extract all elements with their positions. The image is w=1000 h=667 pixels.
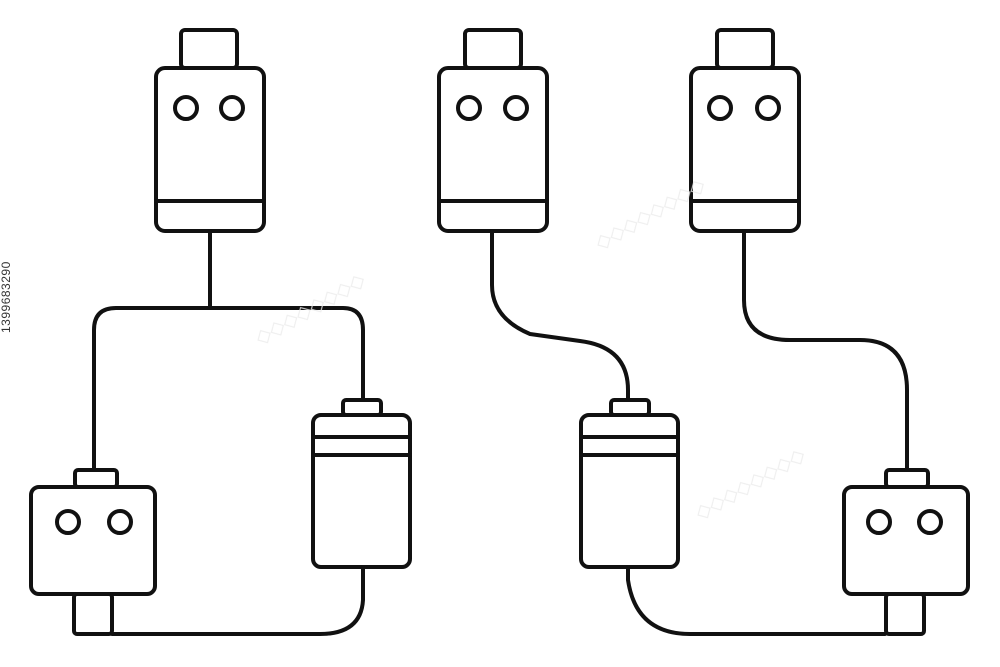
right-usb-plug-body bbox=[689, 66, 801, 233]
adobe-stock-watermark: ◇◇◇◇◇◇◇◇ ◇◇◇◇◇◇◇◇ ◇◇◇◇◇◇◇◇ bbox=[252, 173, 810, 524]
right-adapter-box-hole-1 bbox=[866, 509, 892, 535]
middle-cable-bottom bbox=[626, 565, 887, 636]
right-adapter-box-stem bbox=[884, 592, 926, 636]
middle-usb-plug-hole-2 bbox=[503, 95, 529, 121]
left-adapter-box-stem bbox=[72, 592, 114, 636]
left-battery-cell bbox=[311, 398, 412, 569]
svg-text:◇◇◇◇◇◇◇◇: ◇◇◇◇◇◇◇◇ bbox=[692, 443, 810, 524]
stock-id-watermark: 1399683290 bbox=[0, 261, 13, 333]
right-usb-plug-hole-1 bbox=[707, 95, 733, 121]
left-usb-plug-hole-2 bbox=[219, 95, 245, 121]
middle-battery-cell bbox=[579, 398, 680, 569]
middle-cable bbox=[490, 229, 630, 402]
right-usb-plug bbox=[689, 28, 801, 233]
left-usb-plug-hole-1 bbox=[173, 95, 199, 121]
left-adapter-box-hole-1 bbox=[55, 509, 81, 535]
left-usb-plug bbox=[154, 28, 266, 233]
right-adapter-box-cap bbox=[884, 468, 930, 489]
left-adapter-box bbox=[29, 468, 157, 636]
left-adapter-box-hole-2 bbox=[107, 509, 133, 535]
middle-battery-cell-cap bbox=[609, 398, 651, 417]
left-usb-plug-tip bbox=[179, 28, 239, 70]
left-usb-plug-body bbox=[154, 66, 266, 233]
right-group bbox=[689, 28, 970, 636]
middle-usb-plug-tip bbox=[463, 28, 523, 70]
left-group bbox=[29, 28, 412, 636]
middle-usb-plug bbox=[437, 28, 549, 233]
right-adapter-box bbox=[842, 468, 970, 636]
left-cable-split bbox=[92, 229, 365, 472]
middle-group bbox=[437, 28, 887, 636]
left-cable-bottom bbox=[110, 565, 365, 636]
right-adapter-box-hole-2 bbox=[917, 509, 943, 535]
middle-usb-plug-hole-1 bbox=[456, 95, 482, 121]
left-adapter-box-body bbox=[29, 485, 157, 596]
left-adapter-box-cap bbox=[73, 468, 119, 489]
right-adapter-box-body bbox=[842, 485, 970, 596]
middle-usb-plug-body bbox=[437, 66, 549, 233]
right-usb-plug-hole-2 bbox=[755, 95, 781, 121]
right-usb-plug-tip bbox=[715, 28, 775, 70]
left-battery-cell-cap bbox=[341, 398, 383, 417]
right-cable bbox=[742, 229, 909, 472]
